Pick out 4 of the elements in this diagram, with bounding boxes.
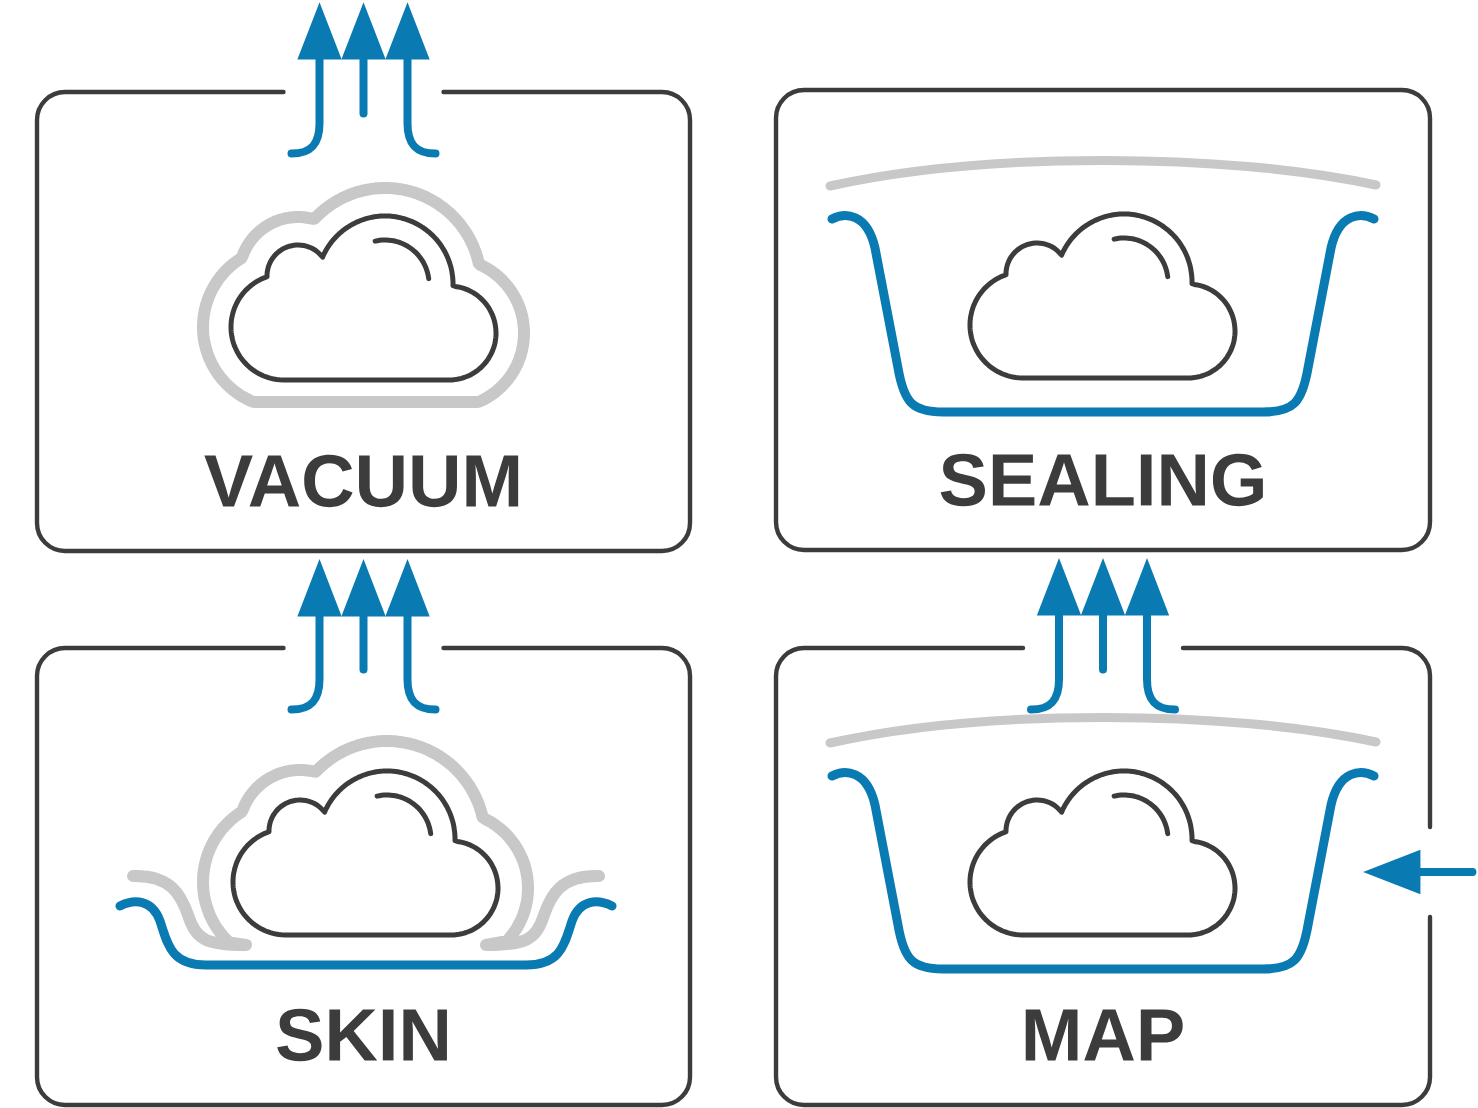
panel-box: SEALING — [773, 87, 1433, 553]
panel-box: SKIN — [34, 645, 693, 1108]
panel-box: VACUUM — [34, 89, 693, 554]
panel-box: MAP — [773, 645, 1433, 1108]
